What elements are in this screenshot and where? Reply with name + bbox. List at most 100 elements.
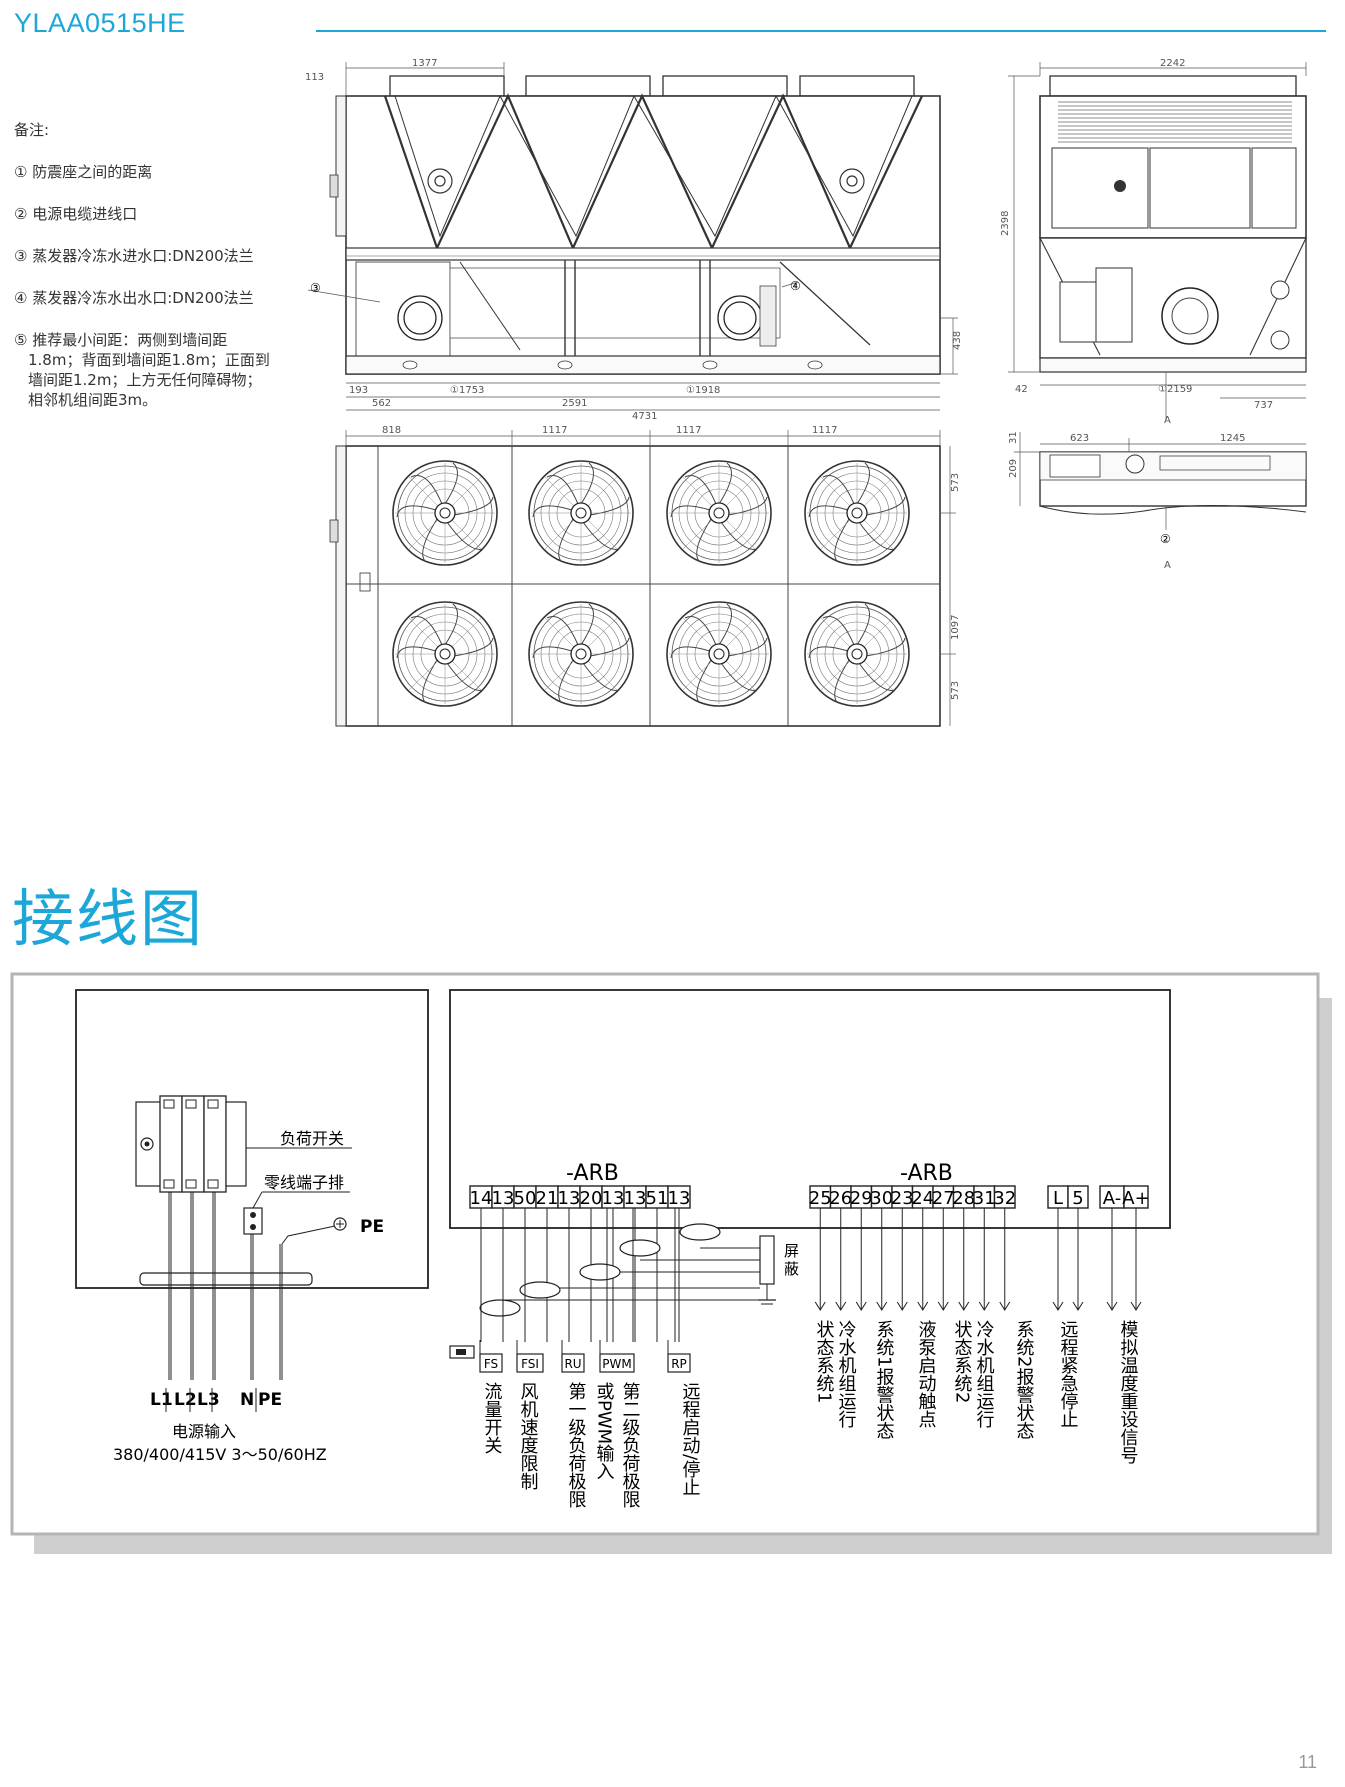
arrow-icon [937, 1301, 949, 1311]
terminal-number: 30 [870, 1188, 893, 1209]
arrow-icon [814, 1301, 826, 1311]
device-box [667, 1353, 691, 1373]
arb-label: -ARB [900, 1161, 953, 1186]
note-5: ⑤ 推荐最小间距：两侧到墙间距 1.8m；背面到墙间距1.8m；正面到 墙间距1… [14, 330, 289, 410]
device-label: RP [671, 1357, 687, 1371]
note-2: ② 电源电缆进线口 [14, 205, 138, 223]
dim-label: 573 [950, 473, 961, 492]
dim-label: 193 [349, 385, 368, 396]
fan-icon [666, 460, 772, 566]
fan-icon [528, 460, 634, 566]
neutral-terminal-label: 零线端子排 [264, 1173, 344, 1192]
wiring-diagram: 负荷开关 零线端子排 PE L1 L2 L3 N PE 电源输入 380/400… [10, 972, 1332, 1554]
notes-heading: 备注: [14, 121, 50, 139]
note-5-line: 1.8m；背面到墙间距1.8m；正面到 [28, 351, 270, 369]
load-switch-icon [135, 1095, 247, 1193]
signal-label: 风机速度限制 [518, 1382, 539, 1490]
dim-label: 573 [950, 681, 961, 700]
terminal-number: 27 [932, 1188, 955, 1209]
dim-label: 1117 [676, 425, 701, 436]
note-5-line: 相邻机组间距3m。 [28, 391, 158, 409]
dim-label: ①1753 [450, 385, 484, 396]
device-label: FSI [521, 1357, 539, 1371]
terminal-number: 21 [536, 1188, 559, 1209]
callout-2: ② [1160, 532, 1171, 546]
dim-label: 31 [1008, 431, 1019, 444]
power-terminal: L1 [150, 1390, 173, 1410]
signal-label: 系统1报警状态 [874, 1320, 895, 1440]
dim-label: 209 [1008, 459, 1019, 478]
dim-label: 2398 [1000, 211, 1011, 236]
dim-label: 562 [372, 398, 391, 409]
fan-icon [528, 601, 634, 707]
terminal-number: A+ [1122, 1188, 1149, 1209]
note-3: ③ 蒸发器冷冻水进水口:DN200法兰 [14, 247, 254, 265]
terminal-number: 28 [952, 1188, 975, 1209]
pe-label: PE [360, 1217, 384, 1237]
shield-label: 蔽 [784, 1260, 799, 1278]
terminal-number: 13 [558, 1188, 581, 1209]
arrow-icon [917, 1301, 929, 1311]
arrow-icon [1072, 1301, 1084, 1311]
note-4: ④ 蒸发器冷冻水出水口:DN200法兰 [14, 289, 254, 307]
section-label: A [1164, 415, 1171, 426]
dim-label: 1377 [412, 58, 437, 69]
signal-label: 或PWM输入 [594, 1382, 615, 1480]
end-view: 2242 2398 42 ①2159 737 A [1000, 58, 1307, 426]
arrow-icon [1130, 1301, 1142, 1311]
terminal-number: L [1053, 1188, 1063, 1209]
arrow-icon [1106, 1301, 1118, 1311]
note-5-line: 墙间距1.2m；上方无任何障碍物； [28, 371, 262, 389]
terminal-strip-d: A-A+ [1099, 1185, 1150, 1311]
dim-label: 2242 [1160, 58, 1185, 69]
dim-label: 4731 [632, 411, 657, 422]
arrow-icon [876, 1301, 888, 1311]
signal-label: 模拟温度重设信号 [1118, 1320, 1139, 1465]
terminal-number: 50 [514, 1188, 537, 1209]
fan-icon [392, 460, 498, 566]
arb-label: -ARB [566, 1161, 619, 1186]
device-box [479, 1353, 503, 1373]
note-5-line: ⑤ 推荐最小间距：两侧到墙间距 [14, 331, 228, 349]
signal-label: 远程启动/停止 [680, 1382, 701, 1496]
dim-label: ①1918 [686, 385, 720, 396]
device-box [561, 1353, 585, 1373]
neutral-terminal-icon [243, 1207, 263, 1235]
terminal-number: 13 [668, 1188, 691, 1209]
side-view: 1377 113 193 ①1753 ①1918 562 2591 4731 4… [305, 58, 963, 422]
arrow-icon [999, 1301, 1011, 1311]
section-label: A [1164, 560, 1171, 571]
dim-label: 438 [952, 331, 963, 350]
terminal-number: 23 [891, 1188, 914, 1209]
signal-label: 冷水机组运行 [836, 1320, 857, 1428]
terminal-number: 5 [1072, 1188, 1083, 1209]
terminal-number: 24 [911, 1188, 934, 1209]
dimension-drawings: 1377 113 193 ①1753 ①1918 562 2591 4731 4… [305, 58, 1307, 727]
arrow-icon [896, 1301, 908, 1311]
signal-label: 远程紧急停止 [1058, 1320, 1079, 1428]
power-terminal: N [240, 1390, 254, 1410]
callout-4: ④ [790, 279, 801, 293]
dim-label: 42 [1015, 384, 1028, 395]
base-view: 623 1245 31 209 ② A [1008, 431, 1307, 571]
signal-label: 状态系统2 [952, 1320, 973, 1404]
power-terminal: L2 [174, 1390, 197, 1410]
terminal-number: 25 [809, 1188, 832, 1209]
arrow-icon [835, 1301, 847, 1311]
fan-icon [804, 601, 910, 707]
dim-label: 1117 [542, 425, 567, 436]
callout-3: ③ [310, 281, 321, 295]
signal-label: 冷水机组运行 [974, 1320, 995, 1428]
dim-label: ①2159 [1158, 384, 1192, 395]
signal-label: 状态系统1 [814, 1320, 835, 1404]
dim-label: 1097 [950, 615, 961, 640]
dim-label: 1245 [1220, 433, 1245, 444]
power-spec-label: 380/400/415V 3～50/60HZ [113, 1445, 327, 1464]
power-terminal: PE [258, 1390, 282, 1410]
terminal-number: 13 [624, 1188, 647, 1209]
signal-labels-left: 流量开关风机速度限制第一级负荷极限或PWM输入第二级负荷极限远程启动/停止 [482, 1382, 701, 1508]
